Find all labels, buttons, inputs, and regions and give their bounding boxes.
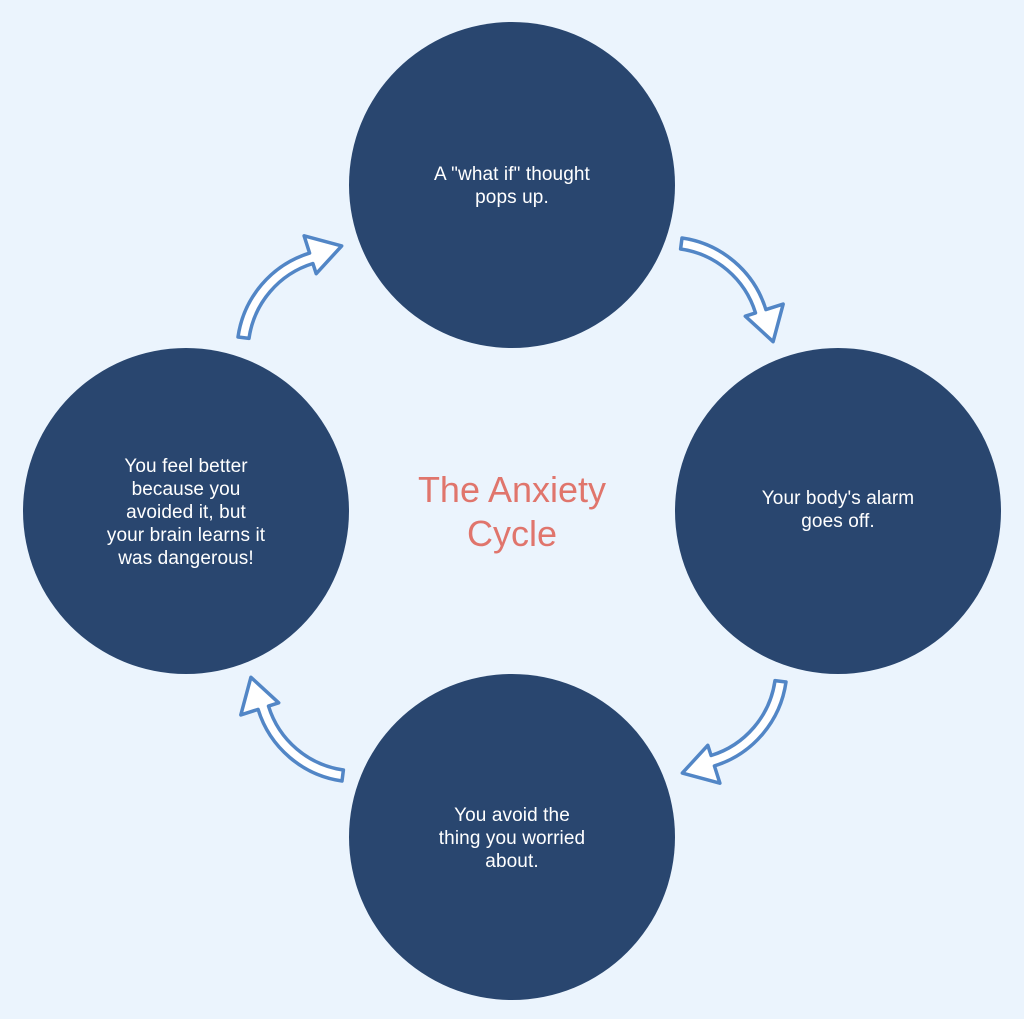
arrow-bottom-to-left-icon: [239, 675, 346, 783]
step-label: You avoid the thing you worried about.: [438, 804, 586, 872]
step-label: Your body's alarm goes off.: [761, 488, 915, 532]
cycle-step-relief: You feel better because you avoided it, …: [23, 348, 349, 674]
cycle-step-what-if-thought: A "what if" thought pops up.: [349, 22, 675, 348]
step-label: You feel better because you avoided it, …: [106, 455, 266, 569]
arrow-left-to-top-icon: [236, 234, 344, 341]
arrow-top-to-right-icon: [678, 236, 785, 344]
cycle-step-avoidance: You avoid the thing you worried about.: [349, 674, 675, 1000]
step-label: A "what if" thought pops up.: [434, 164, 590, 208]
arrow-right-to-bottom-icon: [680, 678, 788, 785]
cycle-step-body-alarm: Your body's alarm goes off.: [675, 348, 1001, 674]
diagram-title: The Anxiety Cycle: [417, 469, 607, 554]
